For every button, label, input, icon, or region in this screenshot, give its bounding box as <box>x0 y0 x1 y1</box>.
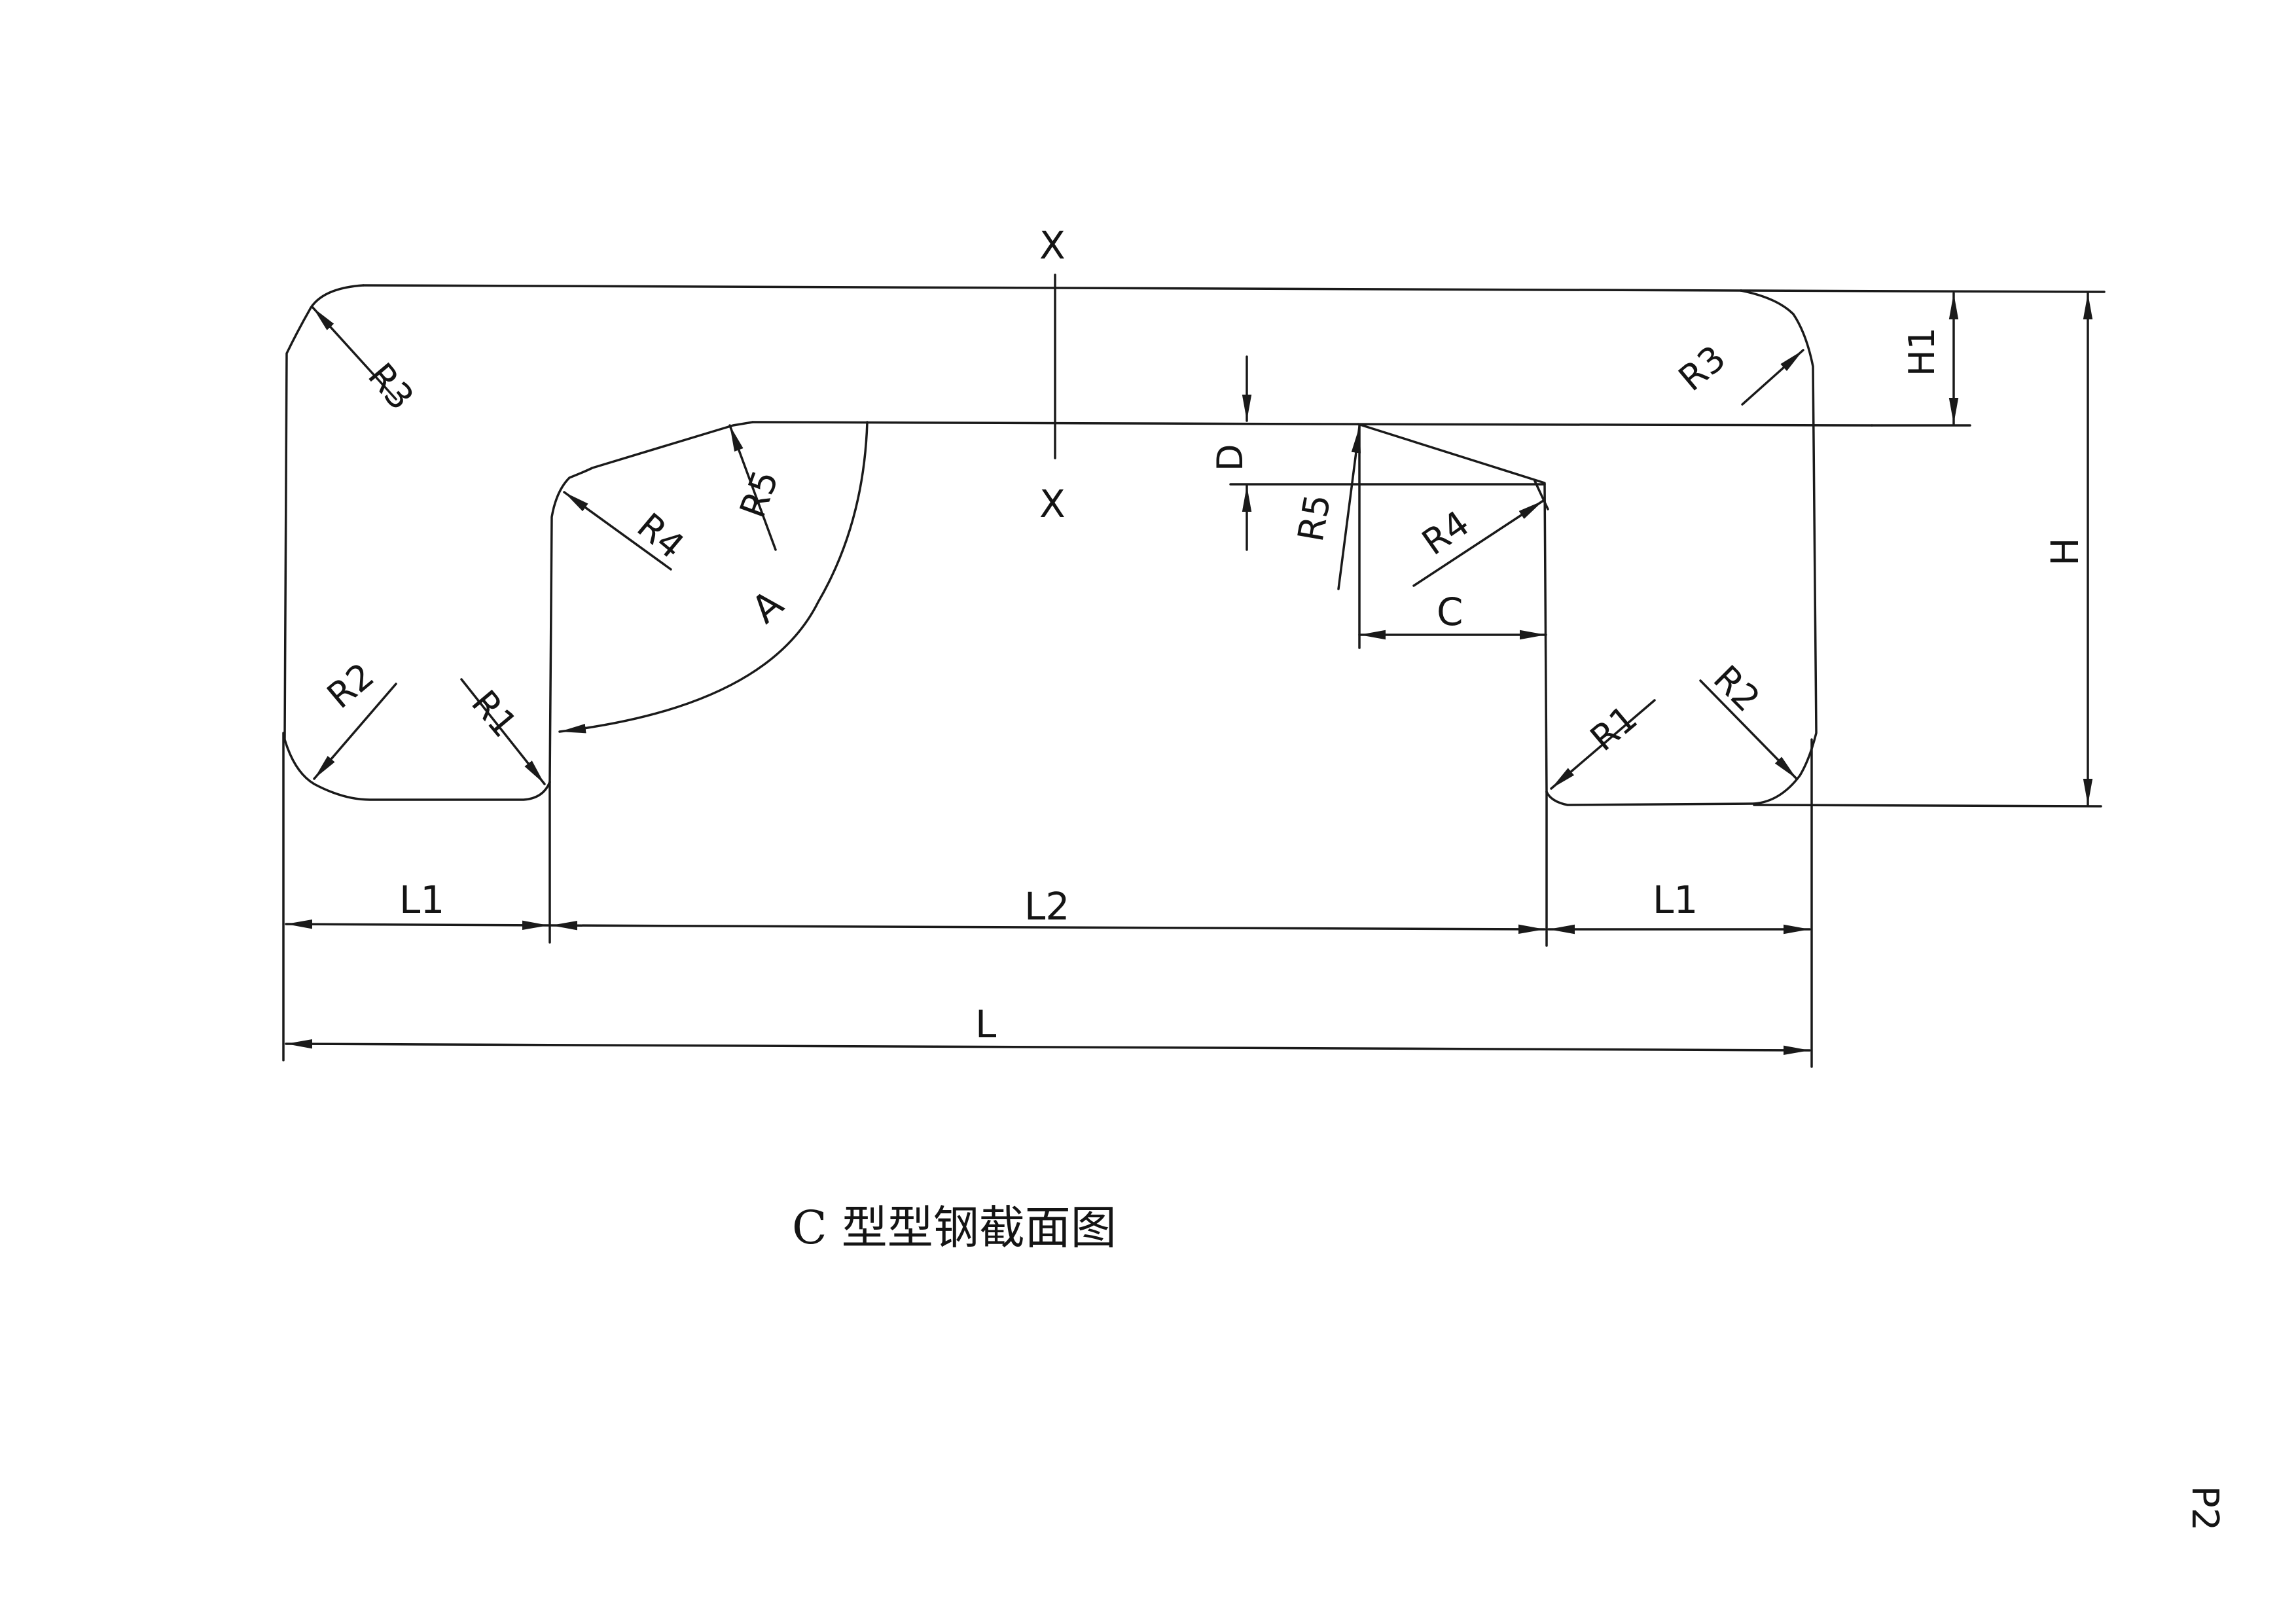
page-mark: P2 <box>2183 1486 2226 1531</box>
label-r3-right: R3 <box>1671 337 1734 399</box>
label-r5-right: R5 <box>1290 491 1339 545</box>
label-r5-left: R5 <box>732 465 787 523</box>
label-r1-right: R1 <box>1583 697 1645 758</box>
label-a: A <box>743 581 791 632</box>
dimension-c <box>1358 424 1547 649</box>
label-x-top: X <box>1039 223 1066 268</box>
label-r3-left: R3 <box>360 355 422 418</box>
dimension-l <box>282 732 1813 1068</box>
label-r4-left: R4 <box>630 505 692 567</box>
radius-leaders <box>312 306 1804 790</box>
figure-caption: C 型型钢截面图 <box>792 1201 1117 1255</box>
label-h: H <box>2043 537 2087 566</box>
label-l1-left: L1 <box>399 878 444 922</box>
dimension-d <box>1229 355 1546 551</box>
label-r2-right: R2 <box>1706 658 1768 720</box>
arc-a <box>558 421 869 734</box>
label-c: C <box>1437 590 1463 634</box>
label-r4-right: R4 <box>1414 503 1477 563</box>
label-r2-left: R2 <box>319 654 382 716</box>
label-l1-right: L1 <box>1653 878 1698 922</box>
label-d: D <box>1210 444 1251 471</box>
profile-lines <box>283 284 1873 806</box>
label-l2: L2 <box>1024 884 1069 929</box>
label-x-bottom: X <box>1039 482 1066 526</box>
label-l: L <box>975 1002 996 1046</box>
label-h1: H1 <box>1901 327 1943 376</box>
